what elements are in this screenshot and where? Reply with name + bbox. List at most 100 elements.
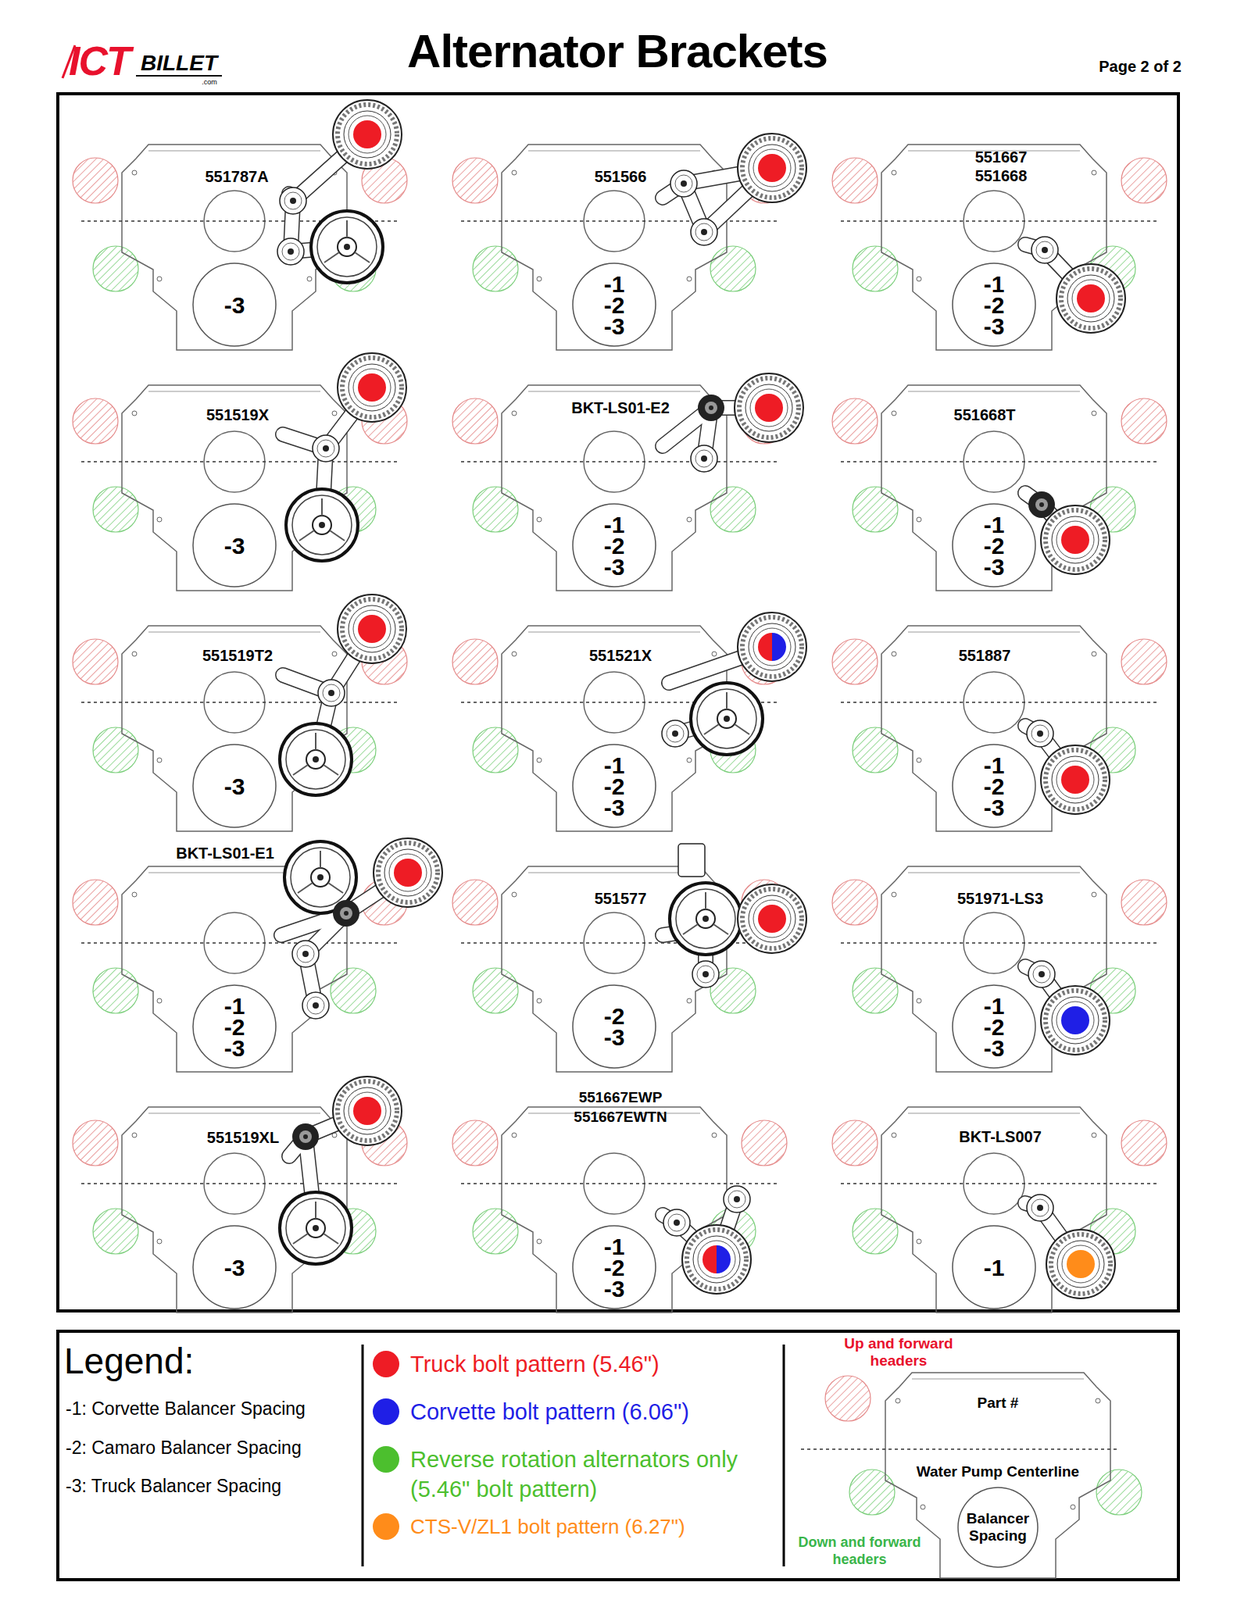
balancer-spacing: -1 -2 -3 — [977, 273, 1011, 337]
balancer-circle: -1 -2 -3 — [951, 503, 1037, 588]
part-number: 551971-LS3 — [957, 890, 1044, 908]
example-label: Part # — [977, 1394, 1019, 1412]
circle-outline — [952, 504, 1036, 587]
part-number: 551519XL — [207, 1129, 279, 1147]
spacing-key: -2: Camaro Balancer Spacing — [65, 1437, 302, 1459]
legend-heading: Legend: — [64, 1340, 194, 1382]
balancer-spacing: -1 — [977, 1257, 1011, 1279]
example-label-slot: Part # — [977, 1394, 1019, 1413]
part-number: 551519T2 — [202, 647, 273, 665]
part-number-slot: BKT-LS01-E2 — [571, 399, 670, 418]
circle-outline — [572, 504, 656, 587]
spacing-key-slot: -3: Truck Balancer Spacing — [65, 1476, 282, 1498]
part-number-slot: 551667EWTN — [573, 1108, 667, 1127]
bracket-panel — [832, 866, 1167, 1073]
bracket-panel — [832, 1107, 1167, 1313]
legend-swatch — [372, 1351, 400, 1378]
part-number-slot: 551667 — [975, 148, 1028, 167]
bracket-panel — [832, 385, 1167, 591]
bracket-panel — [452, 1107, 787, 1313]
legend-entry-slot: Corvette bolt pattern (6.06") — [410, 1397, 778, 1427]
logo-text-slot: .com — [201, 73, 218, 88]
part-number: 551668 — [975, 167, 1028, 185]
balancer-circle: -1 -2 -3 — [572, 1225, 657, 1310]
part-number: 551577 — [594, 890, 648, 908]
part-number-slot: 551668 — [975, 167, 1028, 186]
balancer-circle: -1 -2 -3 — [192, 984, 277, 1069]
balancer-spacing: -1 -2 -3 — [218, 995, 251, 1059]
part-number: 551668T — [954, 406, 1016, 424]
balancer-circle: -3 — [192, 262, 277, 347]
header-note-slot: Down and forward headers — [793, 1533, 926, 1569]
circle-outline — [952, 263, 1036, 347]
circle-outline — [193, 263, 276, 347]
part-number: BKT-LS007 — [958, 1128, 1042, 1146]
ps-reservoir — [678, 843, 705, 877]
balancer-spacing: Balancer Spacing — [961, 1510, 1034, 1545]
balancer-spacing: -1 -2 -3 — [597, 273, 631, 337]
balancer-spacing: -3 — [218, 294, 251, 316]
part-number-slot: 551667EWP — [579, 1089, 663, 1107]
legend-entry-slot: Truck bolt pattern (5.46") — [410, 1349, 778, 1380]
page-number-slot: Page 2 of 2 — [1098, 57, 1182, 76]
part-number-slot: BKT-LS01-E1 — [175, 844, 275, 863]
circle-outline — [193, 985, 276, 1069]
logo-text-slot: BILLET — [140, 50, 218, 76]
legend-heading-slot: Legend: — [64, 1340, 194, 1383]
spacing-key: -3: Truck Balancer Spacing — [65, 1476, 282, 1497]
bracket-panel — [832, 625, 1167, 832]
legend-divider — [361, 1344, 365, 1567]
part-number: 551667EWP — [579, 1089, 663, 1106]
part-number: 551887 — [958, 647, 1012, 665]
balancer-circle: -1 -2 -3 — [951, 262, 1037, 347]
bracket-panel — [72, 838, 443, 1073]
part-number-slot: 551519T2 — [202, 647, 273, 665]
part-number: 551521X — [589, 647, 652, 665]
logo-text: ICT — [68, 38, 130, 84]
bracket-panel — [72, 100, 408, 351]
circle-outline — [193, 744, 276, 828]
part-number-slot: 551521X — [589, 647, 652, 665]
circle-outline — [952, 985, 1036, 1069]
part-number-slot: 551519X — [206, 406, 269, 425]
balancer-spacing: -3 — [218, 535, 251, 557]
logo-underline — [135, 75, 222, 77]
part-number: 551566 — [594, 168, 648, 186]
legend-text: CTS-V/ZL1 bolt pattern (6.27") — [410, 1515, 686, 1539]
part-number: 551667EWTN — [573, 1108, 667, 1126]
balancer-circle: -1 -2 -3 — [572, 743, 657, 829]
legend-swatch — [372, 1513, 400, 1541]
example-label: Water Pump Centerline — [916, 1463, 1080, 1481]
circle-outline — [193, 504, 276, 587]
legend-text: Corvette bolt pattern (6.06") — [410, 1399, 690, 1425]
header-note-slot: Up and forward headers — [832, 1335, 966, 1370]
example-label-slot: Water Pump Centerline — [916, 1463, 1080, 1481]
bracket-panel — [452, 133, 807, 351]
logo-text-slot: ICT — [68, 37, 130, 85]
part-number-slot: 551668T — [954, 406, 1016, 425]
circle-outline — [572, 263, 656, 347]
part-number-slot: 551787A — [204, 168, 269, 186]
circle-outline — [572, 985, 656, 1069]
logo-text: BILLET — [140, 50, 218, 76]
legend-frame — [57, 1331, 1179, 1581]
header-note: Up and forward headers — [843, 1335, 953, 1370]
bracket-panel — [452, 612, 807, 832]
part-number: BKT-LS01-E1 — [175, 844, 275, 862]
balancer-spacing: -2 -3 — [597, 1005, 631, 1048]
bracket-panel — [72, 353, 408, 591]
legend-text: Reverse rotation alternators only (5.46"… — [410, 1447, 738, 1502]
balancer-circle: Balancer Spacing — [957, 1487, 1039, 1569]
circle-outline — [572, 744, 656, 828]
spacing-key-slot: -1: Corvette Balancer Spacing — [65, 1398, 306, 1420]
circle-outline — [952, 744, 1036, 828]
balancer-circle: -3 — [192, 503, 277, 588]
part-number-slot: 551566 — [594, 168, 648, 186]
circle-outline — [958, 1487, 1038, 1568]
header-note: Down and forward headers — [798, 1534, 922, 1568]
bracket-panel — [452, 843, 807, 1073]
main-frame — [57, 93, 1179, 1312]
bracket-panel — [72, 594, 408, 832]
part-number-slot: 551971-LS3 — [957, 890, 1044, 909]
